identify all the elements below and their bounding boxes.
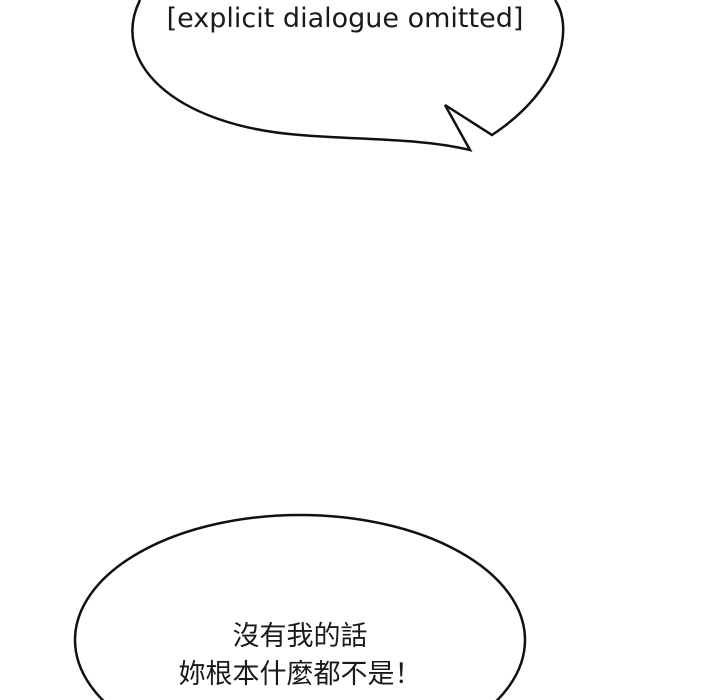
bottom-bubble-line-1: 沒有我的話	[232, 621, 368, 652]
bottom-speech-bubble	[73, 513, 527, 700]
top-speech-bubble	[131, 0, 565, 152]
bottom-bubble-text: 沒有我的話 妳根本什麼都不是！	[75, 618, 525, 694]
top-bubble-line-1: [explicit dialogue omitted]	[166, 3, 524, 34]
top-bubble-text: [explicit dialogue omitted]	[130, 0, 560, 38]
bottom-bubble-line-2: 妳根本什麼都不是！	[178, 659, 422, 690]
